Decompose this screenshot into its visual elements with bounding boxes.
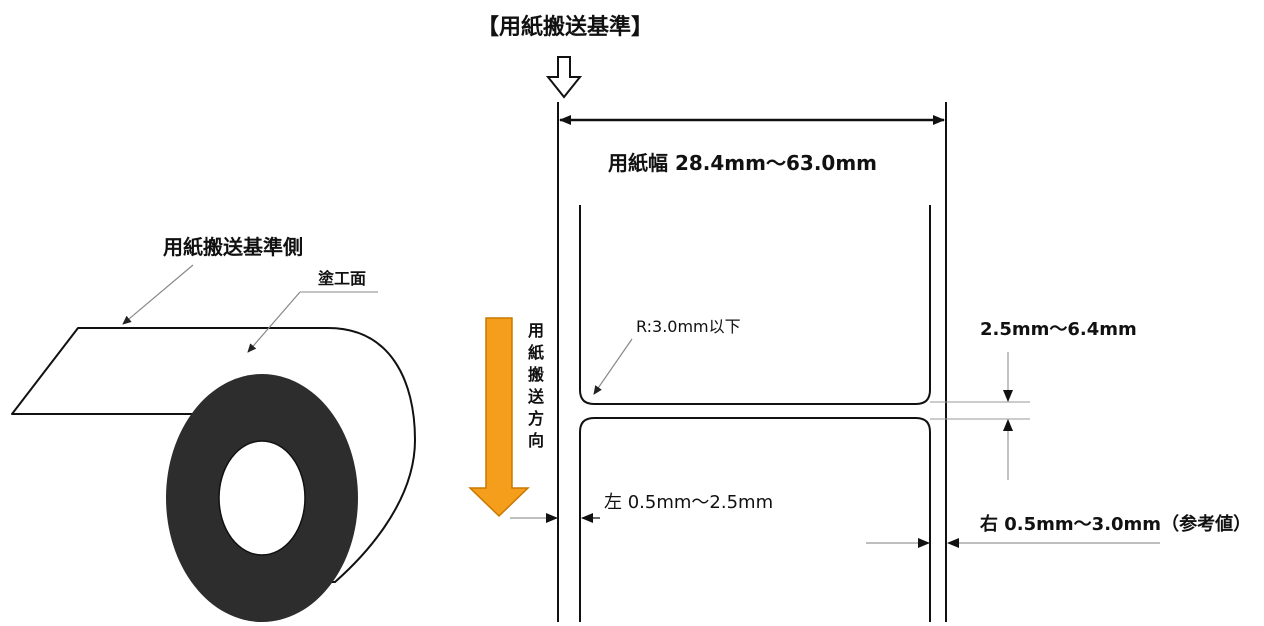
corner-radius-label: R:3.0mm以下 xyxy=(636,317,741,336)
feed-direction-arrow-icon xyxy=(468,317,530,518)
roll-core-inner xyxy=(218,440,306,556)
feed-direction-char: 用 xyxy=(528,321,544,340)
paper-width-label: 用紙幅 28.4mm～63.0mm xyxy=(608,151,877,175)
paper-roll xyxy=(11,327,416,622)
feed-reference-side-label: 用紙搬送基準側 xyxy=(163,235,303,259)
feed-direction-label: 用 紙 搬 送 方 向 xyxy=(527,321,545,450)
right-margin-label: 右 0.5mm～3.0mm（参考値） xyxy=(980,513,1251,535)
feed-direction-char: 方 xyxy=(528,409,544,428)
feed-direction-char: 送 xyxy=(527,387,545,406)
coated-surface-label: 塗工面 xyxy=(318,269,366,288)
corner-radius-leader xyxy=(593,338,633,395)
upper-label xyxy=(579,205,931,405)
coated-surface-leader xyxy=(247,291,301,353)
label-stock xyxy=(557,102,947,622)
diagram-title: 【用紙搬送基準】 xyxy=(477,14,653,40)
feed-direction-char: 向 xyxy=(528,431,544,450)
lower-label xyxy=(579,417,931,622)
feed-reference-arrow-icon xyxy=(545,56,583,99)
feed-reference-side-leader xyxy=(122,264,194,325)
feed-direction-char: 紙 xyxy=(528,343,544,362)
gap-label: 2.5mm～6.4mm xyxy=(980,319,1137,340)
feed-direction-char: 搬 xyxy=(528,365,544,384)
left-margin-label: 左 0.5mm～2.5mm xyxy=(604,492,773,513)
